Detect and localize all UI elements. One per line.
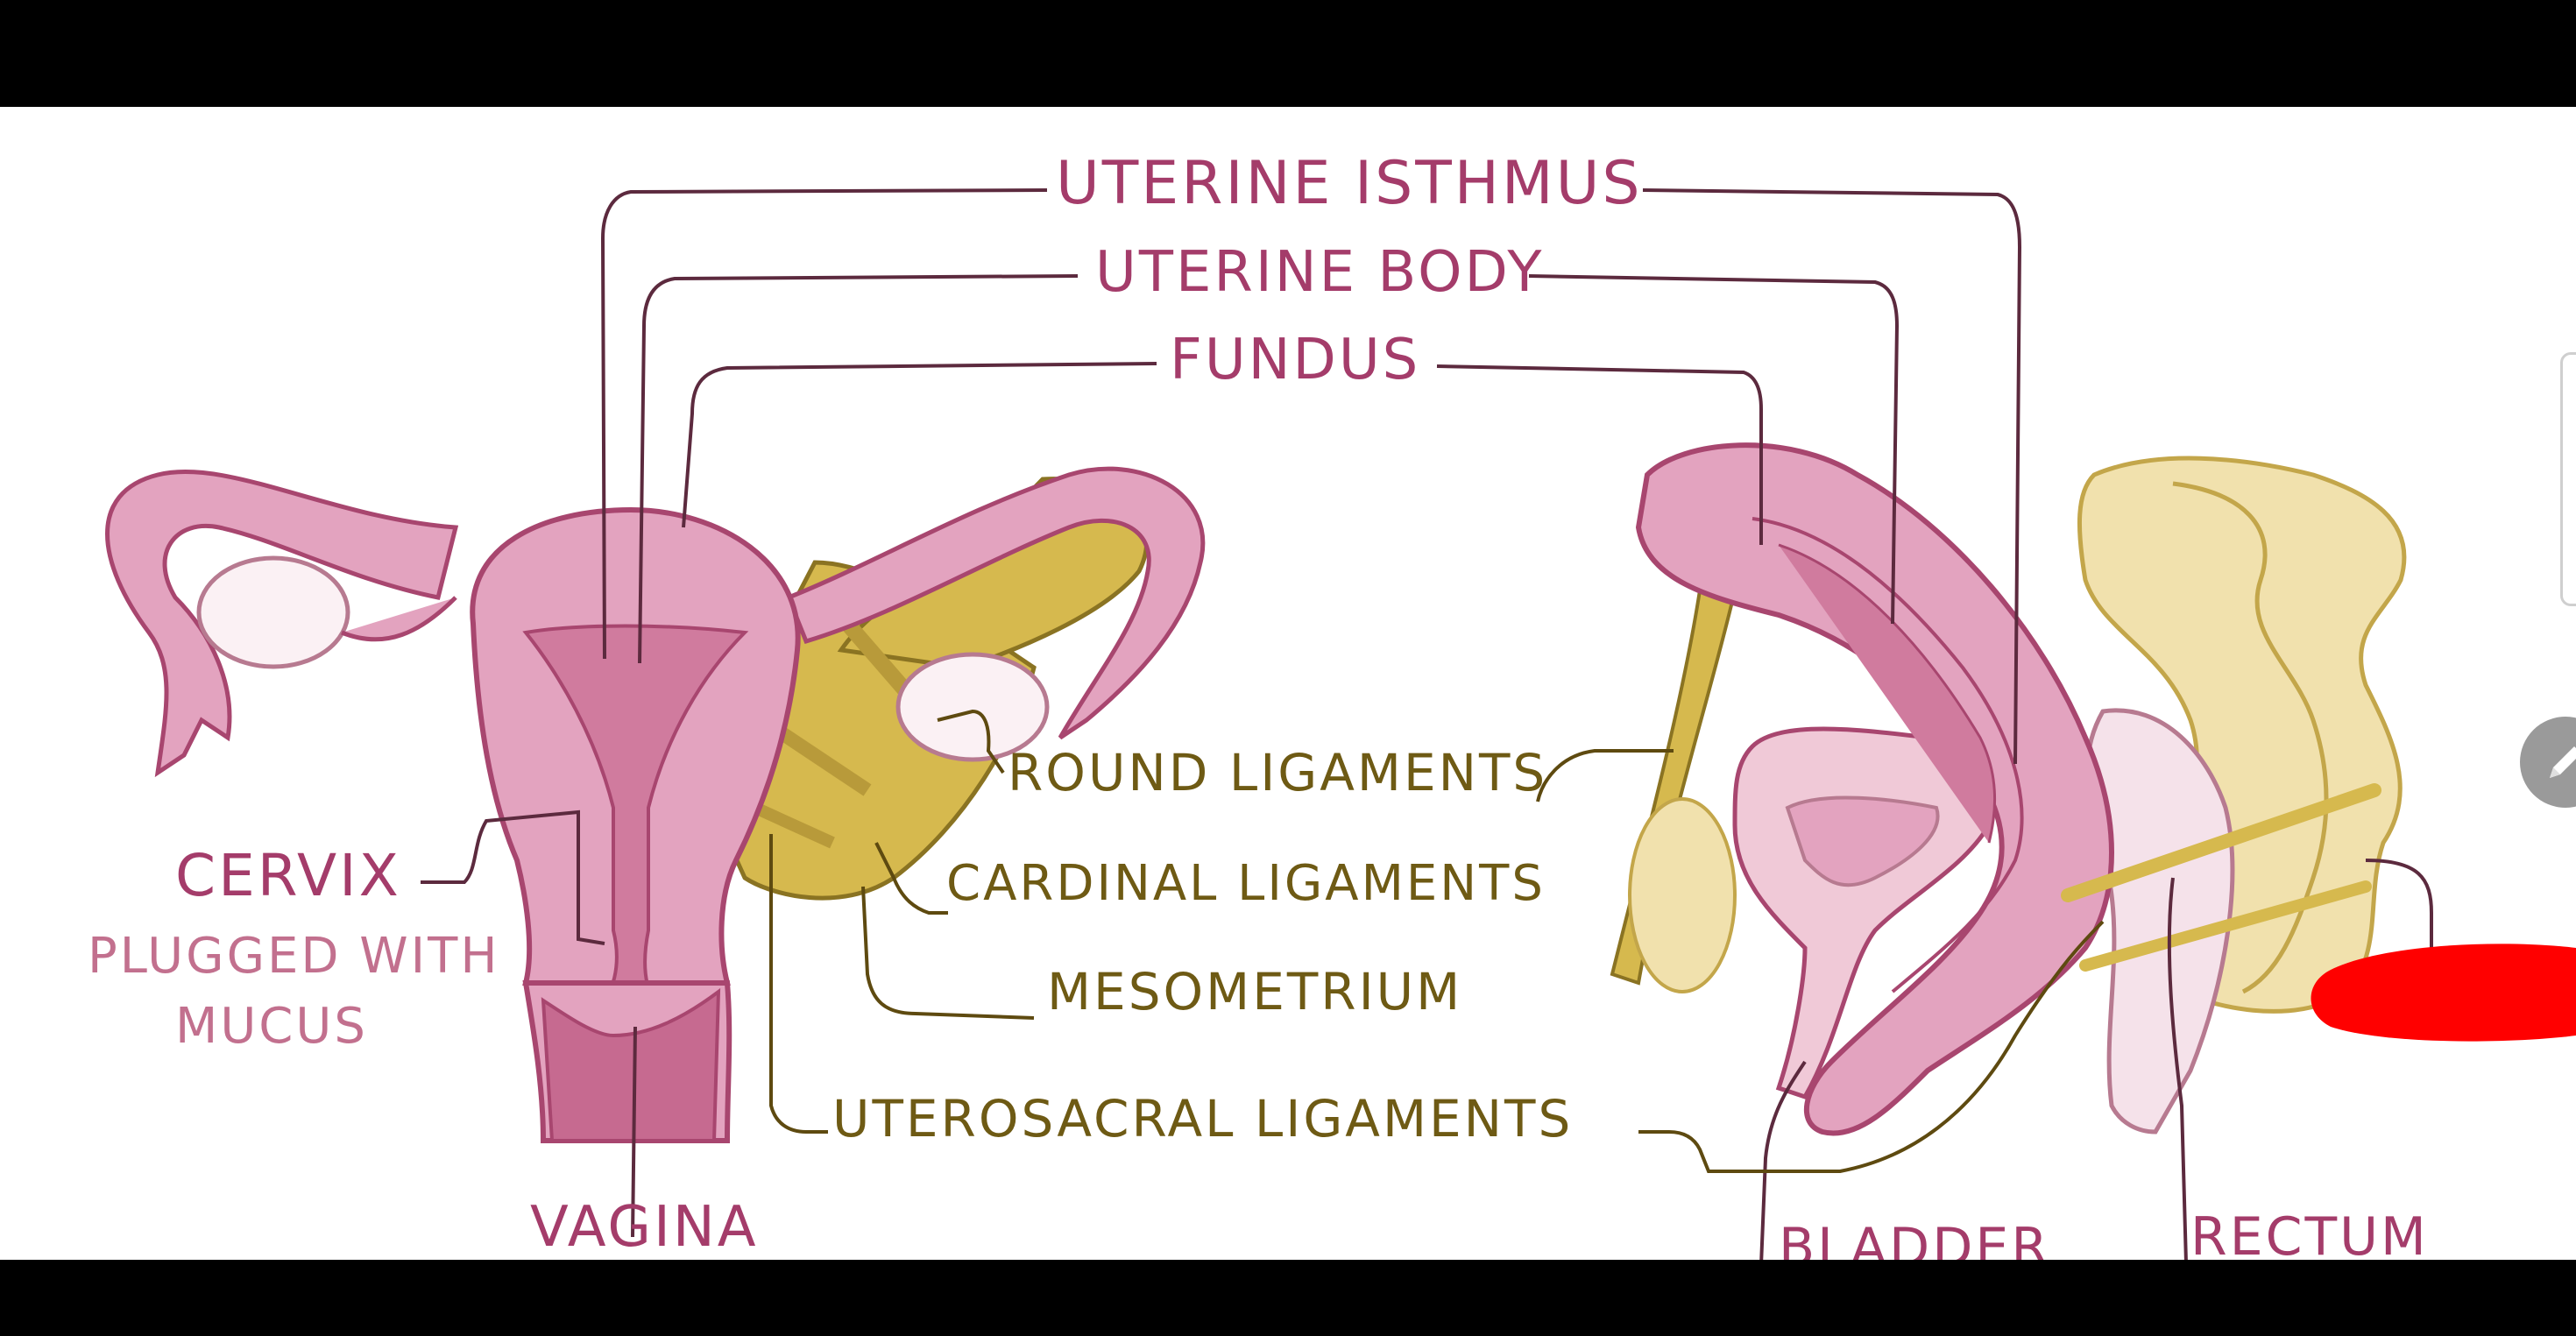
ligament-leader-lines: [769, 709, 2105, 1173]
label-rectum: RECTUM: [2190, 1206, 2429, 1260]
rectum-shape: [2085, 708, 2235, 1135]
label-uterine-body: UTERINE BODY: [1095, 240, 1544, 305]
label-mesometrium: MESOMETRIUM: [1047, 962, 1462, 1021]
left-ovary: [196, 555, 350, 669]
right-ovary: [895, 652, 1050, 762]
label-vagina: VAGINA: [530, 1195, 758, 1260]
vagina-shape: [541, 987, 721, 1142]
label-round-ligaments: ROUND LIGAMENTS: [1008, 743, 1547, 802]
label-cardinal-ligaments: CARDINAL LIGAMENTS: [946, 855, 1546, 912]
label-cervix-note-line1: PLUGGED WITH: [88, 928, 499, 985]
anatomy-diagram: UTERINE ISTHMUS UTERINE BODY FUNDUS CERV…: [88, 149, 2576, 1260]
pubic-fat: [1628, 797, 1737, 993]
uterosacral-ligament-rod: [2061, 783, 2381, 902]
bottom-black-bar: [0, 1260, 2576, 1336]
red-redaction-mark: [2311, 944, 2576, 1042]
frontal-uterus-illustration: [105, 466, 1206, 1143]
leader-lines: [421, 188, 2433, 1260]
side-panel-handle[interactable]: [2560, 352, 2576, 606]
left-fallopian-tube: [105, 470, 459, 778]
label-uterine-isthmus: UTERINE ISTHMUS: [1056, 149, 1643, 218]
label-cervix-note-line2: MUCUS: [175, 998, 368, 1055]
label-cervix: CERVIX: [175, 842, 401, 909]
diagram-canvas: UTERINE ISTHMUS UTERINE BODY FUNDUS CERV…: [0, 107, 2576, 1260]
uterine-cavity: [522, 624, 749, 1020]
top-black-bar: [0, 0, 2576, 107]
label-bladder: BLADDER: [1779, 1217, 2050, 1260]
pencil-icon: [2550, 746, 2576, 778]
label-uterosacral-ligaments: UTEROSACRAL LIGAMENTS: [832, 1089, 1573, 1149]
right-fallopian-tube: [785, 466, 1206, 740]
label-fundus: FUNDUS: [1170, 328, 1420, 392]
sagittal-illustration: [1610, 442, 2407, 1136]
